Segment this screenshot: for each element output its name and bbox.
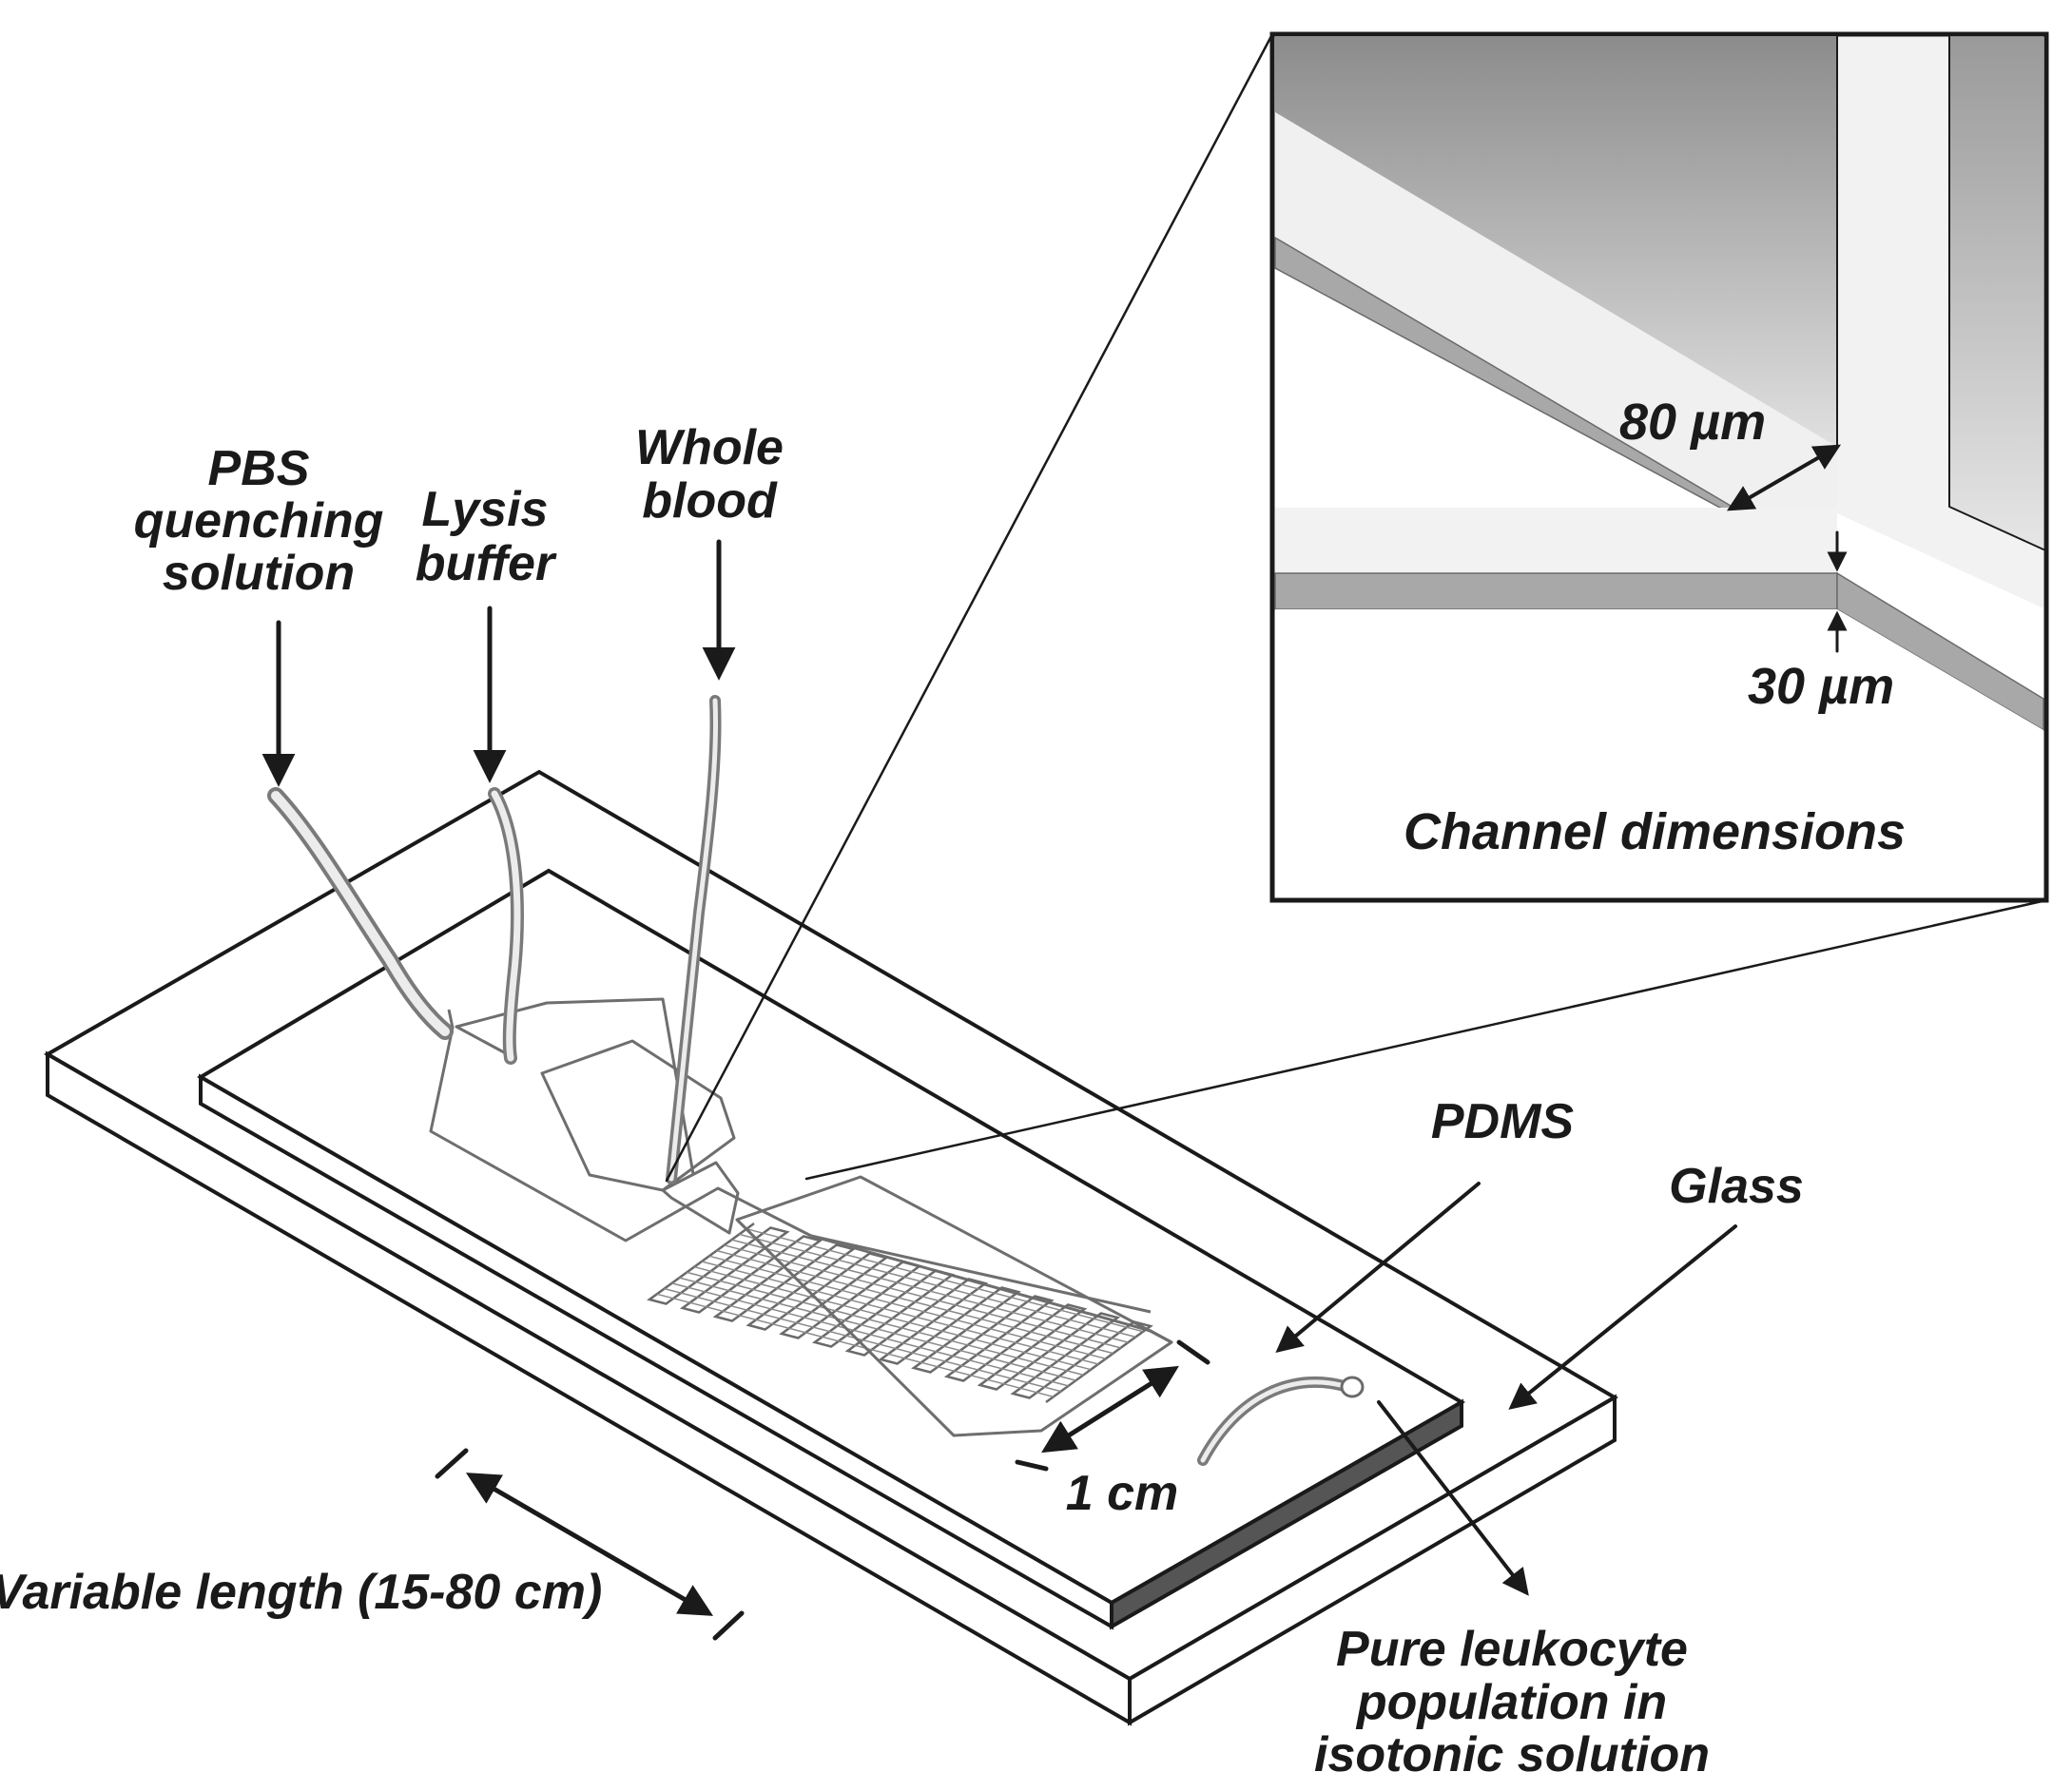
serpentine-grid-line [716,1249,1113,1355]
inset-caption: Channel dimensions [1404,803,1906,860]
glass-label: Glass [1669,1159,1804,1214]
width-dimension-arrow [1726,444,1842,511]
output-label-line-2: population in [1355,1675,1667,1730]
variable-length-tick-right [712,1610,745,1641]
serpentine-grid-line [708,1255,1107,1360]
one-cm-label: 1 cm [1066,1466,1179,1521]
component-labels: PBS quenching solution Lysis buffer Whol… [0,420,1804,1782]
lysis-label-line-1: Lysis [422,482,549,537]
pdms-label: PDMS [1431,1094,1575,1149]
pdms-arrow [1275,1182,1481,1353]
output-arrow [1377,1400,1529,1596]
pbs-label-line-3: solution [163,546,355,601]
pdms-right-face [1110,1398,1463,1630]
serpentine-grid-line [746,1227,1144,1333]
serpentine-grid-line [701,1261,1099,1365]
output-label-line-3: isotonic solution [1314,1727,1710,1782]
lysis-label-line-2: buffer [416,536,557,591]
serpentine-grid-line [693,1265,1092,1371]
pbs-label-line-2: quenching [134,493,384,549]
pointer-arrows [261,539,1737,1641]
serpentine-grid-line [671,1282,1069,1387]
serpentine-grid-line [679,1277,1076,1381]
depth-dimension-label: 30 µm [1748,658,1894,715]
variable-length-arrow [465,1473,714,1616]
serpentine-grid-line [739,1233,1136,1338]
width-dimension-label: 80 µm [1619,394,1766,451]
blood-label-line-2: blood [642,473,778,529]
glass-right-face [1128,1394,1617,1726]
one-cm-tick-right [1176,1339,1210,1365]
serpentine-mixer [647,1222,1153,1404]
glass-arrow [1508,1224,1737,1410]
output-label-line-1: Pure leukocyte [1336,1622,1688,1677]
one-cm-arrow [1041,1365,1179,1454]
serpentine-grid-line [731,1239,1129,1343]
variable-length-tick-left [435,1448,469,1479]
zoom-lines [665,32,2048,1183]
tubing [267,695,1365,1466]
variable-length-label: Variable length (15-80 cm) [0,1565,602,1620]
serpentine-grid-line [724,1244,1121,1349]
serpentine-grid-line [664,1287,1061,1393]
pbs-label-line-1: PBS [208,441,310,496]
channel-dimensions-inset: 80 µm 30 µm Channel dimensions [1269,31,2049,903]
one-cm-tick-left [1015,1459,1049,1472]
serpentine-grid-line [656,1293,1055,1398]
blood-label-line-1: Whole [635,420,784,475]
serpentine-grid-line [687,1271,1084,1377]
